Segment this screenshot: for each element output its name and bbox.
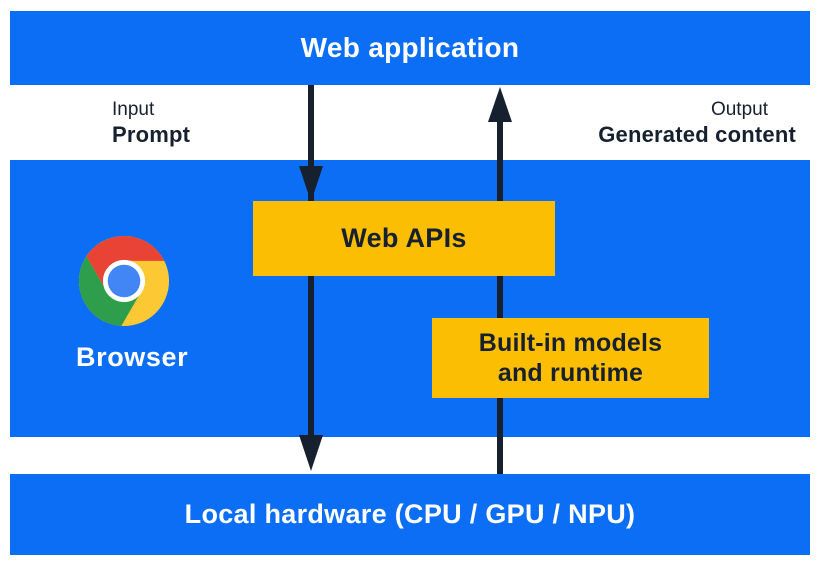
web-apis-label: Web APIs xyxy=(341,223,467,253)
chrome-logo-icon xyxy=(78,235,170,327)
output-caption: Output xyxy=(710,99,768,120)
arrow-down-head-hardware xyxy=(299,435,323,471)
local-hardware-label: Local hardware (CPU / GPU / NPU) xyxy=(184,499,636,529)
builtin-models-box: Built-in models and runtime xyxy=(432,318,709,398)
input-caption: Input xyxy=(112,99,155,120)
builtin-models-line2: and runtime xyxy=(497,359,644,387)
arrow-up-head xyxy=(488,87,512,122)
arrow-up-icon xyxy=(497,122,503,474)
builtin-models-line1: Built-in models xyxy=(478,329,663,357)
generated-content-label: Generated content xyxy=(598,122,796,147)
web-apis-box: Web APIs xyxy=(253,201,555,276)
arrow-down-head-web-apis xyxy=(299,166,323,202)
web-application-label: Web application xyxy=(300,32,520,63)
browser-label: Browser xyxy=(76,342,189,372)
prompt-label: Prompt xyxy=(112,122,191,147)
output-label-block: Output Generated content xyxy=(598,98,796,148)
local-hardware-layer: Local hardware (CPU / GPU / NPU) xyxy=(10,474,810,555)
web-application-layer: Web application xyxy=(10,11,810,85)
input-label-block: Input Prompt xyxy=(112,98,190,148)
